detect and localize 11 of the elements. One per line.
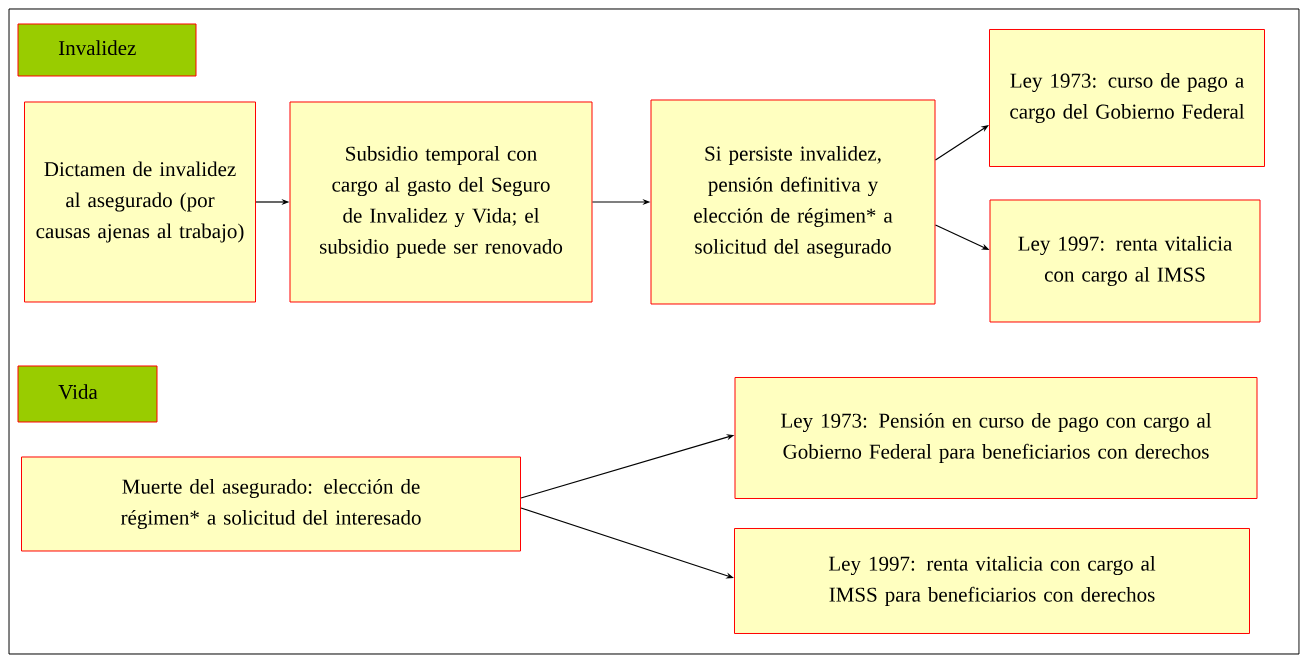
arrow bbox=[934, 125, 989, 161]
process-box: Ley 1973: Pensión en curso de pago con cargo al Gobierno Federal para beneficiarios con derechos bbox=[734, 377, 1258, 499]
process-box: Muerte del asegurado: elección de régimen* a solicitud del interesado bbox=[21, 456, 521, 552]
process-box: Ley 1997: renta vitalicia con cargo al IMSS para beneficiarios con derechos bbox=[734, 528, 1250, 634]
process-box: Ley 1997: renta vitalicia con cargo al IMSS bbox=[989, 199, 1261, 323]
process-box: Dictamen de invalidez al asegurado (por causas ajenas al trabajo) bbox=[24, 101, 256, 303]
section-tag: Invalidez bbox=[17, 23, 197, 77]
process-box: Ley 1973: curso de pago a cargo del Gobierno Federal bbox=[989, 29, 1265, 167]
process-box: Si persiste invalidez, pensión definitiva y elección de régimen* a solicitud del asegurado bbox=[650, 99, 936, 305]
process-box: Subsidio temporal con cargo al gasto del Seguro de Invalidez y Vida; el subsidio puede ser renovado bbox=[289, 101, 593, 303]
section-tag: Vida bbox=[17, 365, 158, 423]
